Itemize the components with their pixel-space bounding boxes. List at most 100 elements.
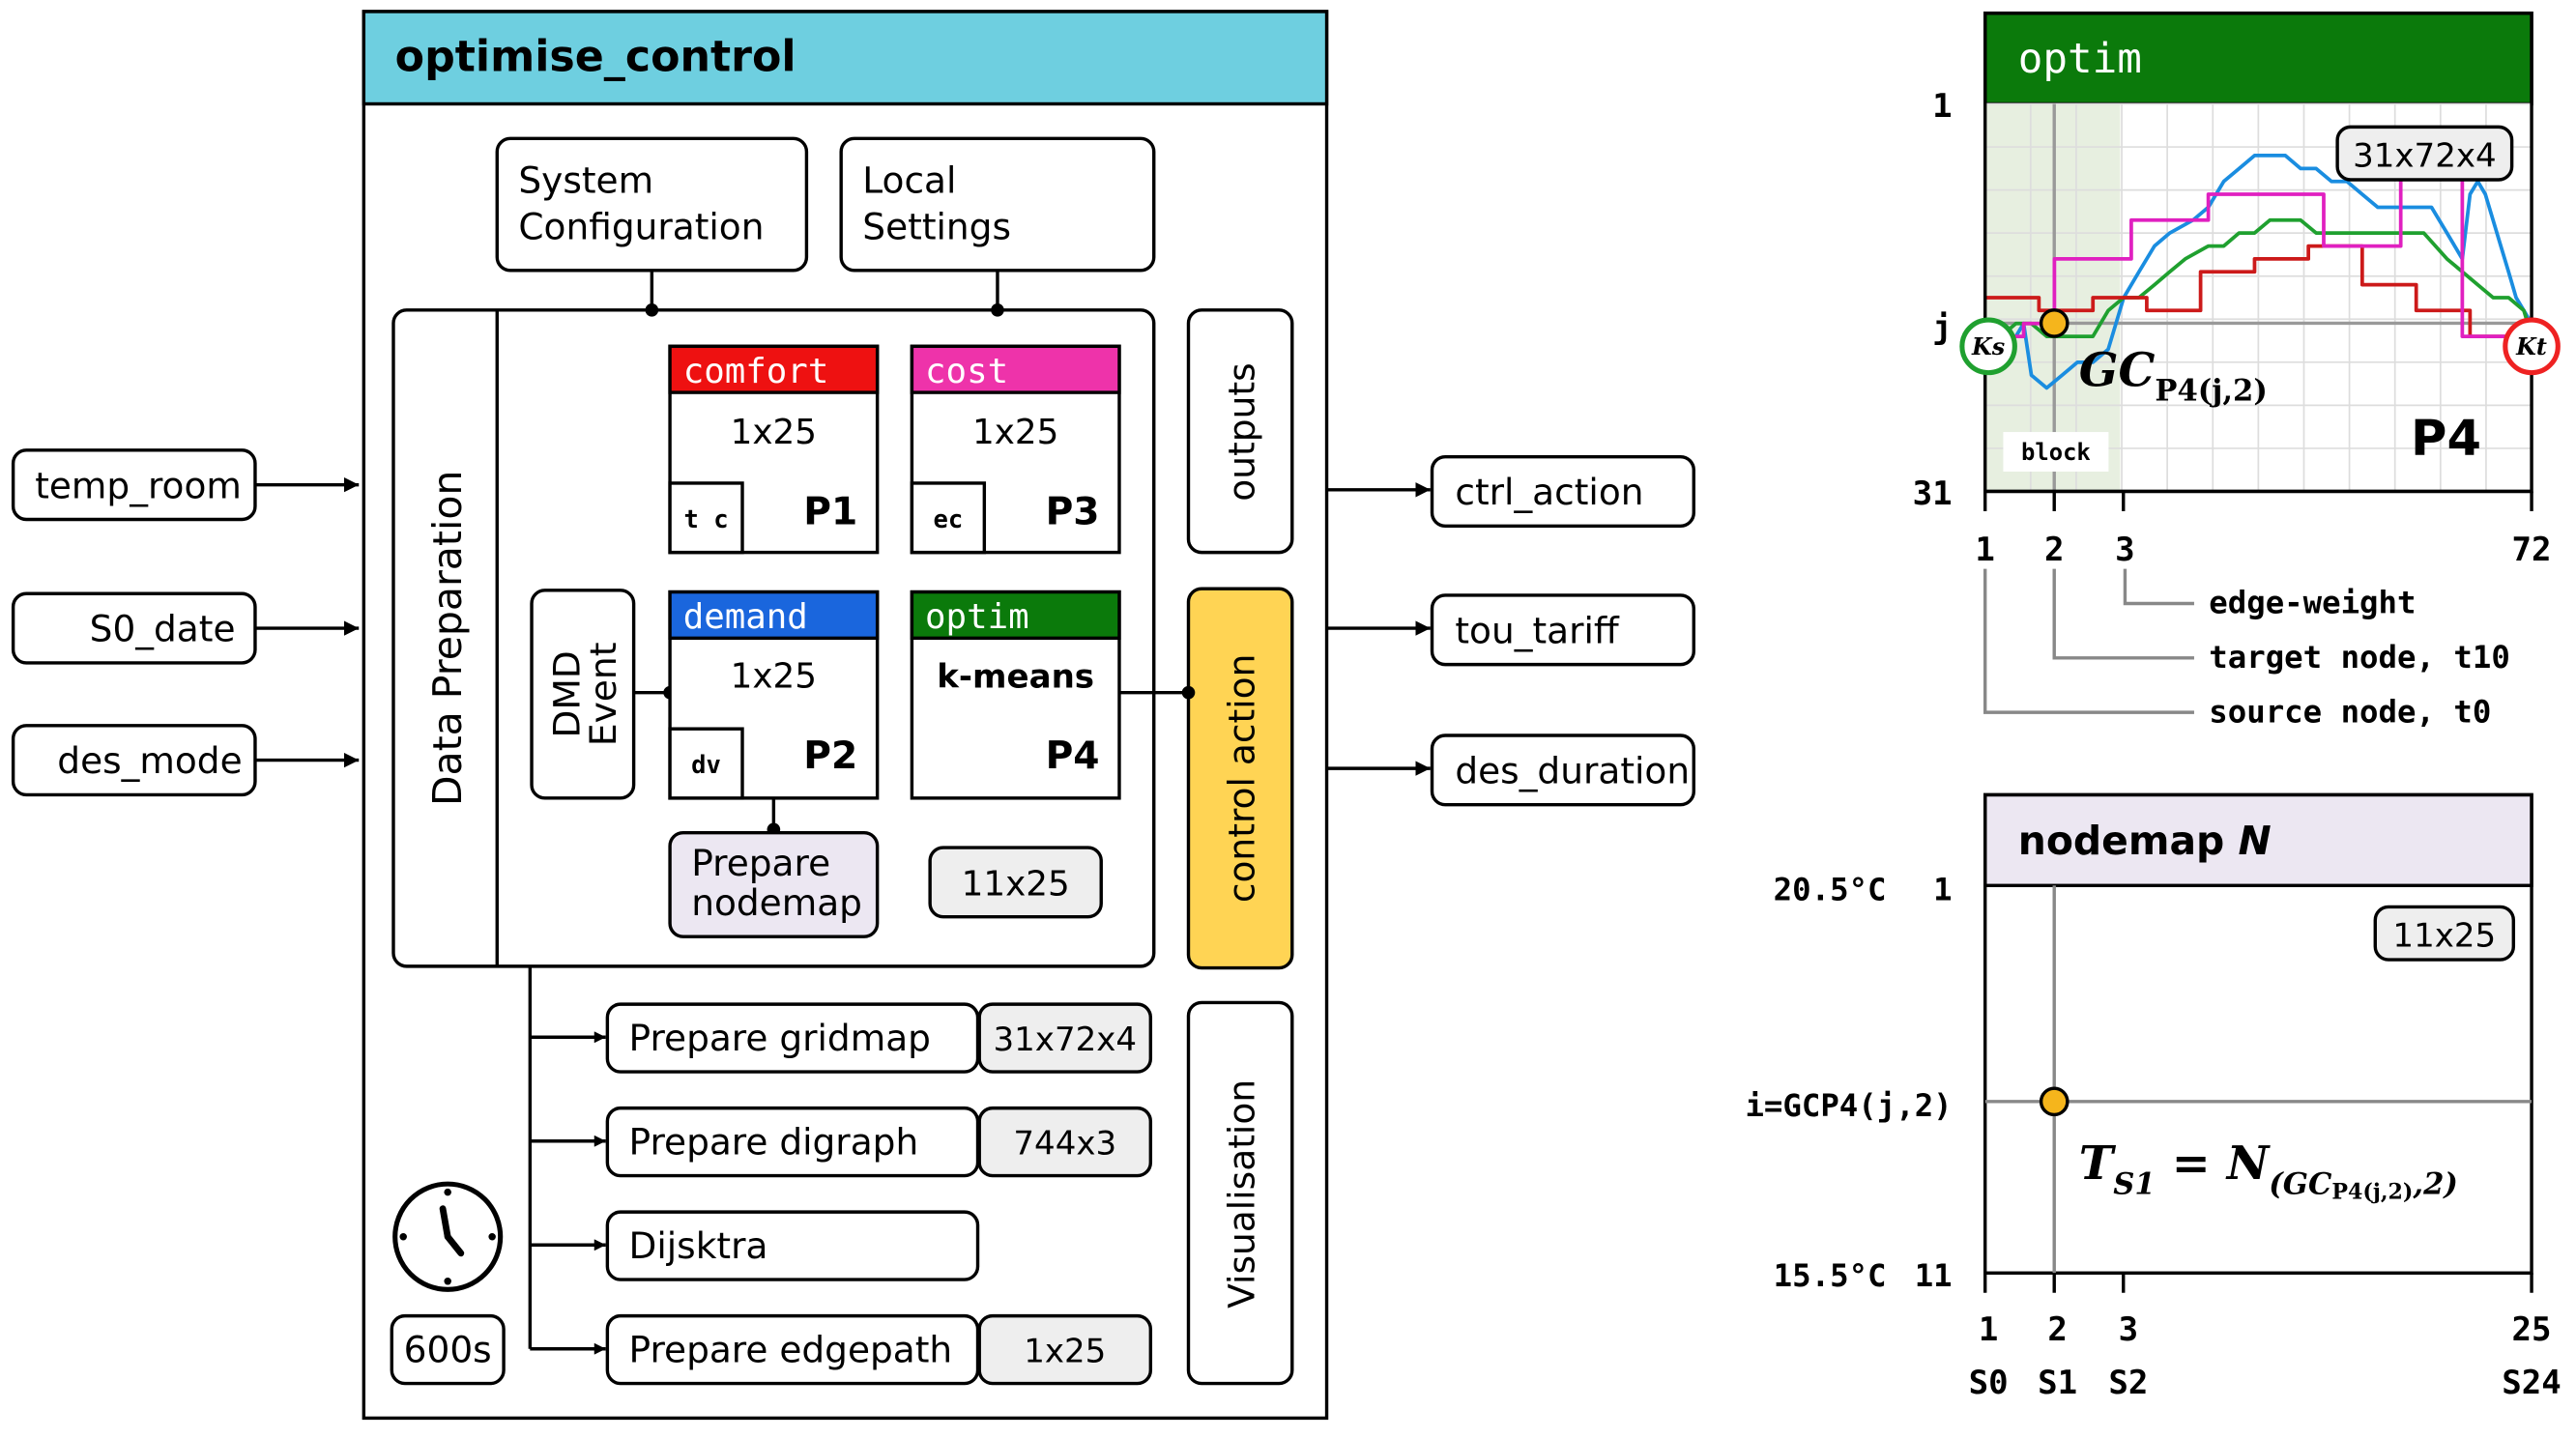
prepare-nodemap-line1: Prepare [691, 842, 830, 884]
system-config-line2: Configuration [518, 205, 764, 247]
optim-header [910, 590, 1121, 641]
local-settings-box [839, 136, 1156, 273]
block-demand: demand 1x25 dv P2 [668, 590, 880, 800]
title-bar [362, 10, 1329, 106]
nodemap-titlebar [1983, 792, 2533, 887]
local-settings-line2: Settings [862, 205, 1011, 247]
output-tou-tariff-box [1430, 593, 1695, 667]
nodemap-panel: nodemap N 11x25 TS1=N(GCP4(j,2),2) 20.5°… [1745, 792, 2562, 1402]
block-label-box [2003, 432, 2109, 473]
prepare-nodemap-line2: nodemap [691, 881, 862, 924]
nodemap-xtick-1: 1 [1979, 1310, 1999, 1349]
demand-size: 1x25 [731, 656, 817, 696]
nodemap-equation: TS1=N(GCP4(j,2),2) [2079, 1136, 2458, 1205]
control-action-box [1186, 587, 1294, 970]
nodemap-ytick-11: 11 [1915, 1257, 1953, 1294]
source-node-marker [1959, 317, 2017, 376]
nodemap-size-box [928, 846, 1103, 919]
interval-box [390, 1313, 506, 1386]
dmd-event-line1: DMD [545, 650, 588, 737]
step-dijkstra-label: Dijsktra [629, 1224, 768, 1267]
step-gridmap-label: Prepare gridmap [629, 1017, 931, 1059]
nodemap-state-s24: S24 [2502, 1364, 2562, 1402]
dmd-event-line2: Event [582, 643, 624, 747]
nodemap-i-label: i=GCP4(j,2) [1745, 1087, 1952, 1124]
legend-edge-weight: edge-weight [2209, 585, 2416, 621]
output-ctrl-action-box [1430, 454, 1695, 529]
input-temp-room: temp_room [35, 464, 242, 506]
block-label: block [2021, 439, 2091, 466]
optim-size-badge: 31x72x4 [2353, 136, 2497, 175]
cost-label: P3 [1046, 491, 1100, 534]
nodemap-size-badge-box [2373, 905, 2516, 962]
nodemap-state-s0: S0 [1969, 1364, 2009, 1402]
step-gridmap-size-box [977, 1002, 1153, 1074]
outputs-list: ctrl_action tou_tariff des_duration [1326, 454, 1695, 807]
demand-header-text: demand [683, 597, 808, 637]
step-digraph-size: 744x3 [1013, 1124, 1116, 1163]
output-des-duration: des_duration [1455, 749, 1690, 791]
local-settings-line1: Local [862, 159, 956, 202]
nodemap-state-s1: S1 [2038, 1364, 2077, 1402]
optim-xtick-3: 3 [2115, 531, 2135, 569]
comfort-header [668, 344, 880, 394]
optim-ytick-1: 1 [1932, 87, 1953, 126]
block-cost: cost 1x25 ec P3 [910, 344, 1121, 555]
step-edgepath-label: Prepare edgepath [629, 1328, 953, 1370]
comfort-size: 1x25 [731, 413, 817, 452]
input-s0-date: S0_date [90, 608, 236, 650]
nodemap-gc-marker [2039, 1086, 2069, 1117]
optim-size-badge-box [2335, 125, 2514, 182]
cost-header-text: cost [925, 352, 1008, 391]
nodemap-size-badge: 11x25 [2392, 916, 2496, 955]
demand-tag: dv [691, 751, 721, 780]
inputs: temp_room S0_date des_mode [11, 448, 360, 797]
nodemap-state-s2: S2 [2108, 1364, 2148, 1402]
cost-header [910, 344, 1121, 394]
data-prep-frame [391, 308, 1156, 968]
cost-tag: ec [934, 505, 964, 534]
optim-p4-label: P4 [2411, 411, 2481, 468]
demand-header [668, 590, 880, 641]
optim-xtick-1: 1 [1975, 531, 1995, 569]
legend-source-node: source node, t0 [2209, 693, 2491, 730]
demand-label: P2 [803, 734, 857, 778]
comfort-label: P1 [803, 491, 857, 534]
block-optim: optim k-means P4 [910, 590, 1121, 800]
optim-label: P4 [1046, 734, 1100, 778]
step-digraph-size-box [977, 1106, 1153, 1178]
nodemap-xtick-25: 25 [2512, 1310, 2552, 1349]
comfort-tag: t c [683, 505, 728, 534]
gc-marker [2039, 308, 2069, 338]
block-comfort: comfort 1x25 t c P1 [668, 344, 880, 555]
step-edgepath-size: 1x25 [1024, 1332, 1106, 1370]
interval-label: 600s [404, 1328, 492, 1370]
outputs-box [1186, 308, 1294, 555]
step-dijkstra-box [605, 1210, 980, 1281]
clock-icon [392, 1181, 504, 1292]
output-tou-tariff: tou_tariff [1455, 609, 1620, 651]
nodemap-xtick-3: 3 [2119, 1310, 2139, 1349]
optim-xtick-72: 72 [2512, 531, 2552, 569]
optim-kmeans: k-means [937, 657, 1094, 696]
output-ctrl-action: ctrl_action [1455, 471, 1643, 513]
main-block: optimise_control System Configuration Lo… [362, 10, 1329, 1421]
visualisation-label: Visualisation [1221, 1079, 1263, 1309]
prepare-nodemap-box [668, 830, 880, 938]
nodemap-plot-frame [1983, 792, 2533, 1275]
comfort-header-text: comfort [683, 352, 829, 391]
system-config-line1: System [518, 159, 653, 202]
step-gridmap-size: 31x72x4 [993, 1021, 1137, 1059]
output-des-duration-box [1430, 733, 1695, 807]
system-config-box [495, 136, 809, 273]
main-title: optimise_control [395, 32, 796, 81]
nodemap-size: 11x25 [962, 864, 1070, 904]
nodemap-ytick-1: 1 [1933, 872, 1952, 908]
data-prep-label: Data Preparation [424, 471, 471, 806]
optim-header-text: optim [925, 597, 1029, 637]
nodemap-xtick-2: 2 [2047, 1310, 2068, 1349]
source-node-symbol: Ks [1971, 333, 2005, 360]
step-digraph-label: Prepare digraph [629, 1120, 919, 1163]
optim-ytick-31: 31 [1913, 475, 1953, 513]
